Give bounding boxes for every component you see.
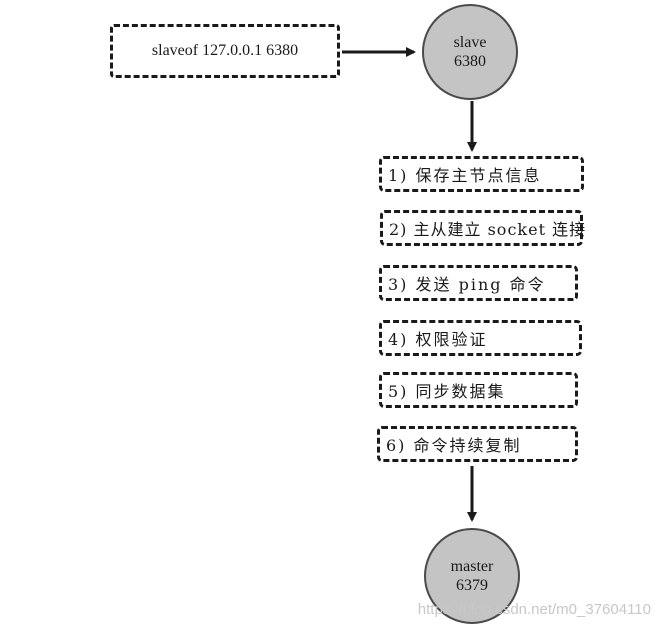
watermark-text: https://blog.csdn.net/m0_37604110 (417, 601, 651, 618)
step-6-label: 6) 命令持续复制 (386, 436, 522, 455)
step-3-label: 3) 发送 ping 命令 (388, 275, 546, 294)
step-2-establish-socket: 2) 主从建立 socket 连接 (380, 210, 587, 246)
slave-node-name: slave (453, 34, 487, 51)
master-node-name: master (450, 558, 494, 575)
slaveof-command-text: slaveof 127.0.0.1 6380 (151, 42, 299, 59)
step-1-save-master-info: 1) 保存主节点信息 (379, 156, 584, 192)
step-6-command-propagate: 6) 命令持续复制 (377, 426, 578, 462)
slave-node-port: 6380 (454, 53, 486, 70)
step-1-label: 1) 保存主节点信息 (388, 166, 542, 185)
slave-node: slave 6380 (422, 4, 518, 100)
slaveof-command-box: slaveof 127.0.0.1 6380 (110, 24, 340, 78)
step-3-send-ping: 3) 发送 ping 命令 (379, 265, 578, 301)
step-2-label: 2) 主从建立 socket 连接 (389, 220, 587, 239)
step-4-auth: 4) 权限验证 (379, 320, 582, 356)
master-node-port: 6379 (456, 577, 488, 594)
step-5-sync-dataset: 5) 同步数据集 (379, 372, 578, 408)
step-5-label: 5) 同步数据集 (388, 382, 506, 401)
master-node: master 6379 (424, 528, 520, 624)
step-4-label: 4) 权限验证 (388, 330, 488, 349)
